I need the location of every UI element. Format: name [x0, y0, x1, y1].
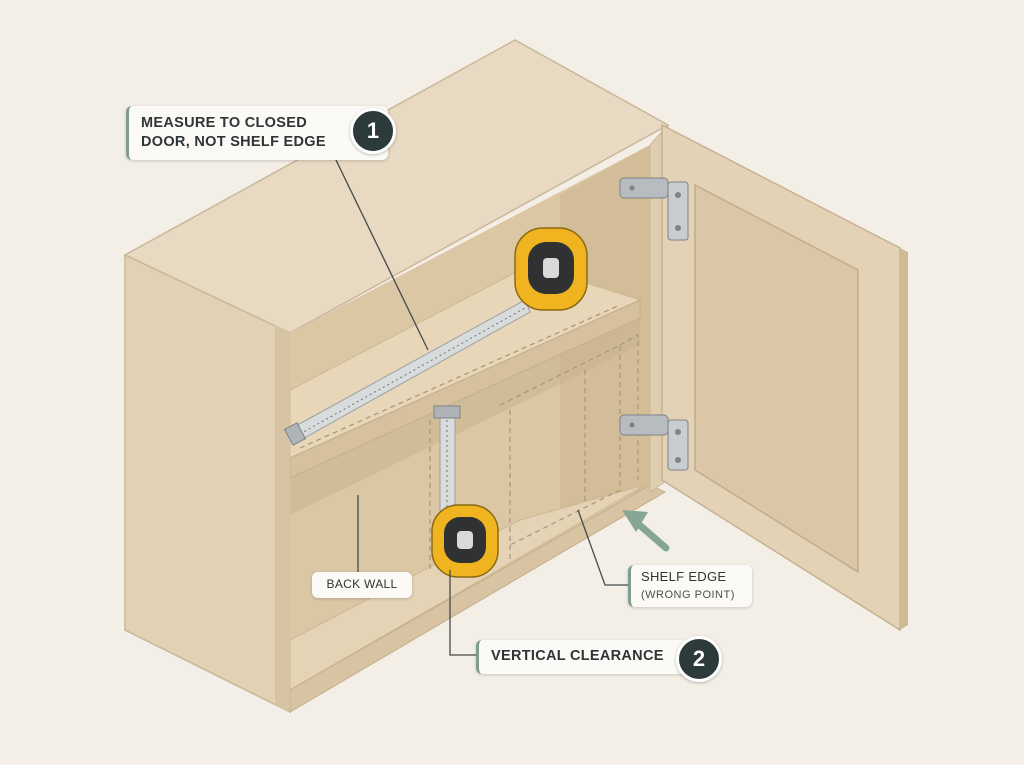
cabinet-left-side — [124, 253, 291, 714]
back-wall-text: BACK WALL — [326, 577, 398, 591]
shelf-edge-text: SHELF EDGE — [641, 569, 727, 584]
vertical-clearance-text: VERTICAL CLEARANCE — [491, 648, 664, 664]
measure-callout: MEASURE TO CLOSED DOOR, NOT SHELF EDGE — [126, 106, 388, 160]
door-edge-arrow-icon — [622, 510, 670, 552]
horizontal-tape-blade — [283, 299, 531, 446]
top-hinge-icon — [619, 177, 689, 241]
cabinet-front-left-edge — [275, 325, 290, 712]
shelf-underside-shadow — [290, 318, 640, 515]
vertical-clearance-callout: VERTICAL CLEARANCE — [476, 640, 704, 674]
tape-measure-top-icon — [514, 227, 588, 311]
door-panel-inset — [694, 183, 859, 574]
bottom-hinge-icon — [619, 414, 689, 471]
shelf-edge-subtext: (WRONG POINT) — [641, 589, 735, 601]
step-1-badge: 1 — [350, 108, 396, 154]
vertical-tape-blade — [433, 405, 461, 521]
back-wall-label: BACK WALL — [312, 572, 412, 598]
tape-measure-bottom-icon — [431, 504, 499, 578]
measure-callout-line2: DOOR, NOT SHELF EDGE — [141, 134, 326, 150]
shelf-edge-label: SHELF EDGE (WRONG POINT) — [628, 565, 752, 607]
door-edge — [900, 248, 908, 630]
measure-callout-line1: MEASURE TO CLOSED — [141, 115, 307, 131]
step-2-badge: 2 — [676, 636, 722, 682]
leader-lines — [334, 157, 628, 656]
